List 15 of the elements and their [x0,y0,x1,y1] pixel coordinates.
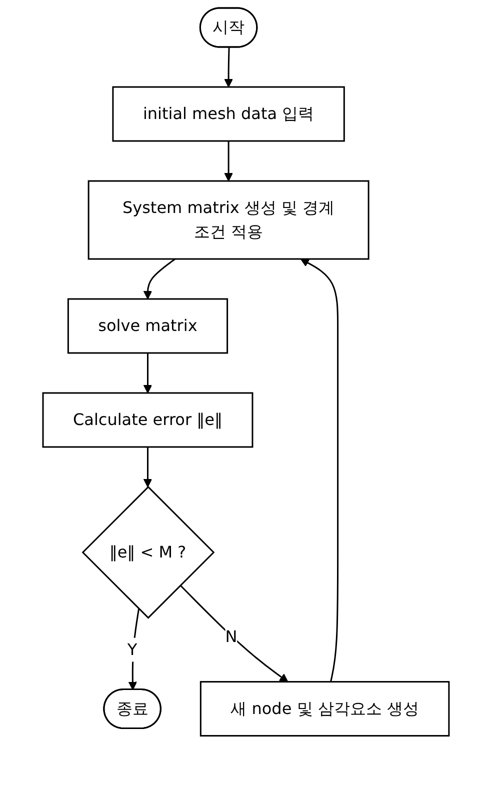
node-box: 새 node 및 삼각요소 생성 [199,681,450,737]
arrow [179,584,288,682]
arrow [142,352,152,394]
node-box: System matrix 생성 및 경계조건 적용 [87,180,369,260]
edge-label: Y [126,640,137,659]
arrow [300,258,338,682]
arrow [142,258,176,300]
node-diamond: ‖e‖ < M ? [81,486,214,619]
arrow [142,446,152,488]
edge-label: N [224,626,237,646]
node-box: Calculate error ‖e‖ [42,392,253,448]
node-box: initial mesh data 입력 [112,86,344,142]
node-box: solve matrix [66,298,228,354]
arrow [224,47,232,88]
arrow [224,141,232,182]
